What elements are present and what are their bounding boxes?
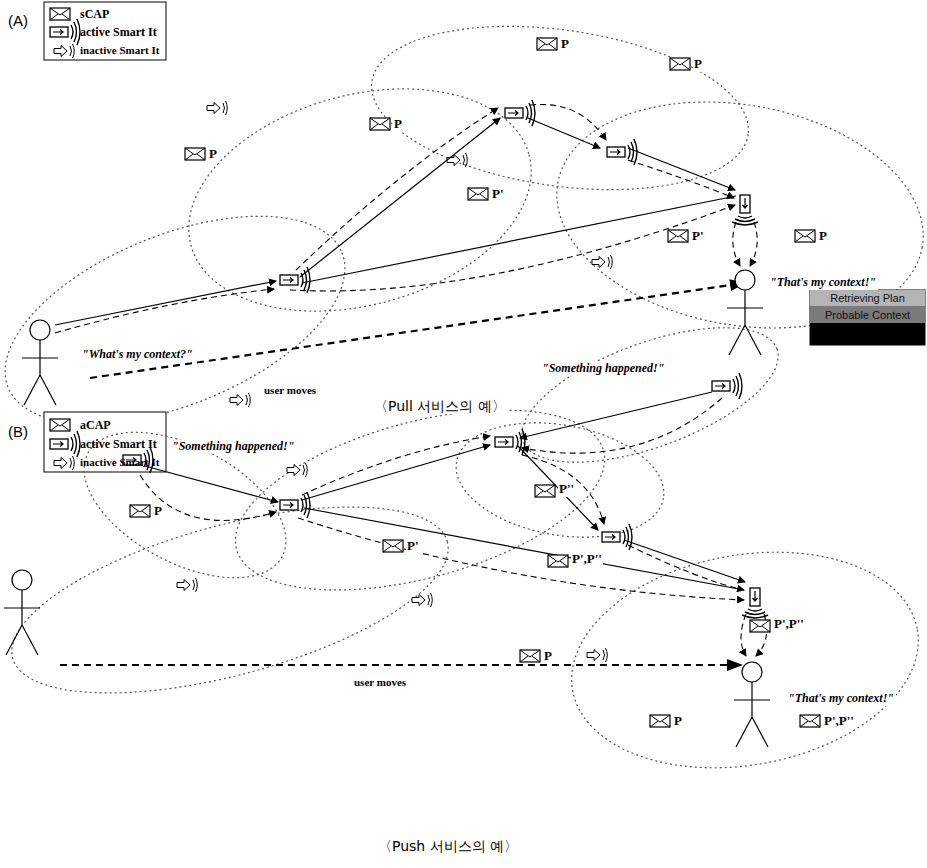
message-label: P (673, 714, 683, 729)
caption: 〈Push 서비스의 예〉 (376, 838, 520, 854)
caption: 〈Pull 서비스의 예〉 (372, 398, 508, 414)
panel-tag: (A) (8, 12, 28, 29)
panel-tag: (B) (8, 423, 28, 440)
legend-text: inactive Smart It (80, 456, 159, 468)
message-label: P',P'' (823, 714, 855, 729)
message-label: P (818, 229, 828, 244)
quote-text: "What's my context?" (80, 348, 195, 362)
legend-text: Retrieving Plan (830, 292, 905, 304)
message-label: P (693, 57, 703, 72)
message-label: P (393, 117, 403, 132)
message-label: P',P'' (571, 552, 603, 567)
legend-text: active Smart It (80, 25, 157, 40)
message-label: P' (491, 187, 505, 202)
legend-text: aCAP (80, 418, 111, 433)
quote-text: "Something happened!" (170, 440, 296, 454)
movement-label: user moves (352, 676, 408, 689)
message-label: P'' (558, 482, 575, 497)
quote-text: "That's my context!" (786, 692, 896, 706)
message-label: P (560, 37, 570, 52)
movement-label: user moves (262, 384, 318, 397)
message-label: P' (691, 229, 705, 244)
quote-text: "That's my context!" (768, 276, 878, 290)
message-label: P (208, 147, 218, 162)
message-label: P' (406, 539, 420, 554)
message-label: P (543, 649, 553, 664)
legend-text: Probable Context (825, 309, 910, 321)
legend-text: inactive Smart It (80, 44, 159, 56)
legend-text: sCAP (80, 7, 109, 22)
message-label: P (153, 504, 163, 519)
message-label: P',P'' (773, 617, 805, 632)
quote-text: "Something happened!" (540, 362, 666, 376)
legend-swatch: Probable Context (810, 306, 925, 323)
legend-text: active Smart It (80, 437, 157, 452)
legend-swatch: Retrieving Plan (810, 290, 925, 306)
